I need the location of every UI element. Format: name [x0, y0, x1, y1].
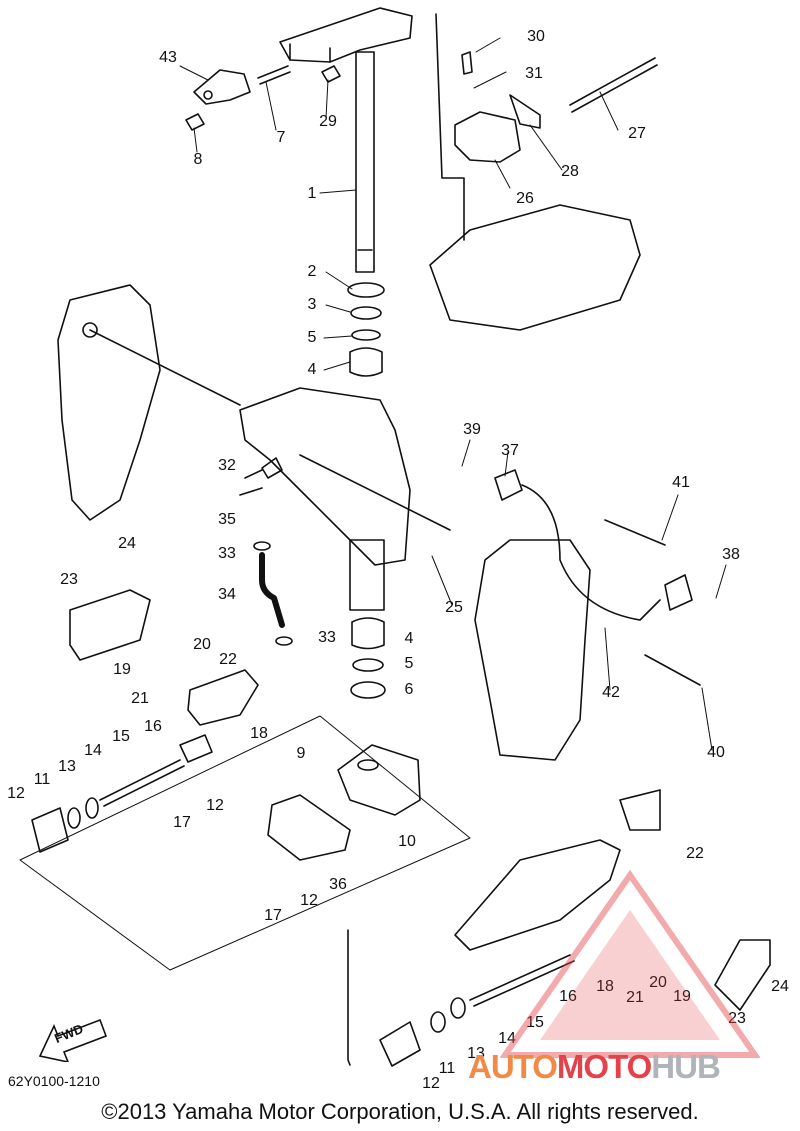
part-label-23: 23	[728, 1010, 746, 1027]
part-label-20: 20	[649, 974, 667, 991]
part-label-43: 43	[159, 49, 177, 66]
part-label-2: 2	[307, 263, 317, 280]
part-label-10: 10	[398, 833, 416, 850]
part-label-37: 37	[501, 442, 519, 459]
part-label-12: 12	[206, 797, 224, 814]
part-label-31: 31	[525, 65, 543, 82]
part-label-34: 34	[218, 586, 236, 603]
part-label-24: 24	[771, 978, 789, 995]
part-label-23: 23	[60, 571, 78, 588]
part-label-9: 9	[296, 745, 306, 762]
part-label-14: 14	[84, 742, 102, 759]
watermark-part-moto: MOTO	[556, 1048, 652, 1085]
part-label-29: 29	[319, 113, 337, 130]
part-label-26: 26	[516, 190, 534, 207]
part-label-5: 5	[307, 329, 317, 346]
part-label-16: 16	[144, 718, 162, 735]
part-label-13: 13	[467, 1045, 485, 1062]
part-label-38: 38	[722, 546, 740, 563]
part-label-7: 7	[276, 129, 286, 146]
part-label-18: 18	[250, 725, 268, 742]
part-label-30: 30	[527, 28, 545, 45]
part-label-19: 19	[673, 988, 691, 1005]
part-label-41: 41	[672, 474, 690, 491]
lower-bushings	[337, 617, 421, 816]
right-mount-parts	[347, 929, 771, 1067]
part-label-16: 16	[559, 988, 577, 1005]
watermark-text: AUTOMOTOHUB	[468, 1048, 721, 1086]
part-label-14: 14	[498, 1030, 516, 1047]
part-label-42: 42	[602, 684, 620, 701]
part-label-8: 8	[193, 151, 203, 168]
watermark-triangle-logo	[500, 870, 760, 1058]
part-label-36: 36	[329, 876, 347, 893]
hose-assembly	[239, 457, 293, 646]
part-label-33: 33	[318, 629, 336, 646]
diagram-code: 62Y0100-1210	[8, 1073, 100, 1089]
wiring-harness	[494, 469, 701, 686]
lower-case	[454, 789, 661, 951]
upper-bushings	[347, 282, 385, 377]
part-label-6: 6	[404, 681, 414, 698]
part-label-17: 17	[173, 814, 191, 831]
part-label-13: 13	[58, 758, 76, 775]
part-label-24: 24	[118, 535, 136, 552]
part-label-4: 4	[307, 361, 317, 378]
part-label-21: 21	[626, 989, 644, 1006]
part-label-33: 33	[218, 545, 236, 562]
bracket-43	[185, 65, 341, 131]
top-mount-assembly	[429, 13, 658, 331]
part-label-35: 35	[218, 511, 236, 528]
copyright-notice: ©2013 Yamaha Motor Corporation, U.S.A. A…	[101, 1099, 699, 1124]
part-label-25: 25	[445, 599, 463, 616]
watermark-part-hub: HUB	[651, 1048, 720, 1085]
part-label-17: 17	[264, 907, 282, 924]
steering-shaft	[279, 7, 413, 273]
watermark-part-auto: AUTO	[468, 1048, 558, 1085]
plate-36	[267, 794, 351, 861]
part-label-11: 11	[438, 1060, 456, 1077]
part-label-19: 19	[113, 661, 131, 678]
forward-arrow-icon	[38, 1018, 108, 1062]
left-mount-parts	[19, 589, 471, 971]
part-label-39: 39	[463, 421, 481, 438]
part-label-11: 11	[33, 771, 51, 788]
leader-lines	[179, 37, 727, 751]
part-label-15: 15	[526, 1014, 544, 1031]
part-label-15: 15	[112, 728, 130, 745]
part-label-3: 3	[307, 296, 317, 313]
part-label-22: 22	[686, 845, 704, 862]
part-label-12: 12	[300, 892, 318, 909]
part-label-27: 27	[628, 125, 646, 142]
part-label-12: 12	[422, 1075, 440, 1092]
swivel-bracket	[239, 387, 411, 611]
part-label-20: 20	[193, 636, 211, 653]
part-label-21: 21	[131, 690, 149, 707]
part-label-32: 32	[218, 457, 236, 474]
part-label-1: 1	[307, 185, 317, 202]
part-label-12: 12	[7, 785, 25, 802]
part-label-22: 22	[219, 651, 237, 668]
part-label-18: 18	[596, 978, 614, 995]
left-clamp-bracket	[57, 284, 241, 521]
part-label-40: 40	[707, 744, 725, 761]
part-label-5: 5	[404, 655, 414, 672]
right-clamp-bracket	[299, 454, 591, 761]
part-label-28: 28	[561, 163, 579, 180]
part-label-4: 4	[404, 630, 414, 647]
